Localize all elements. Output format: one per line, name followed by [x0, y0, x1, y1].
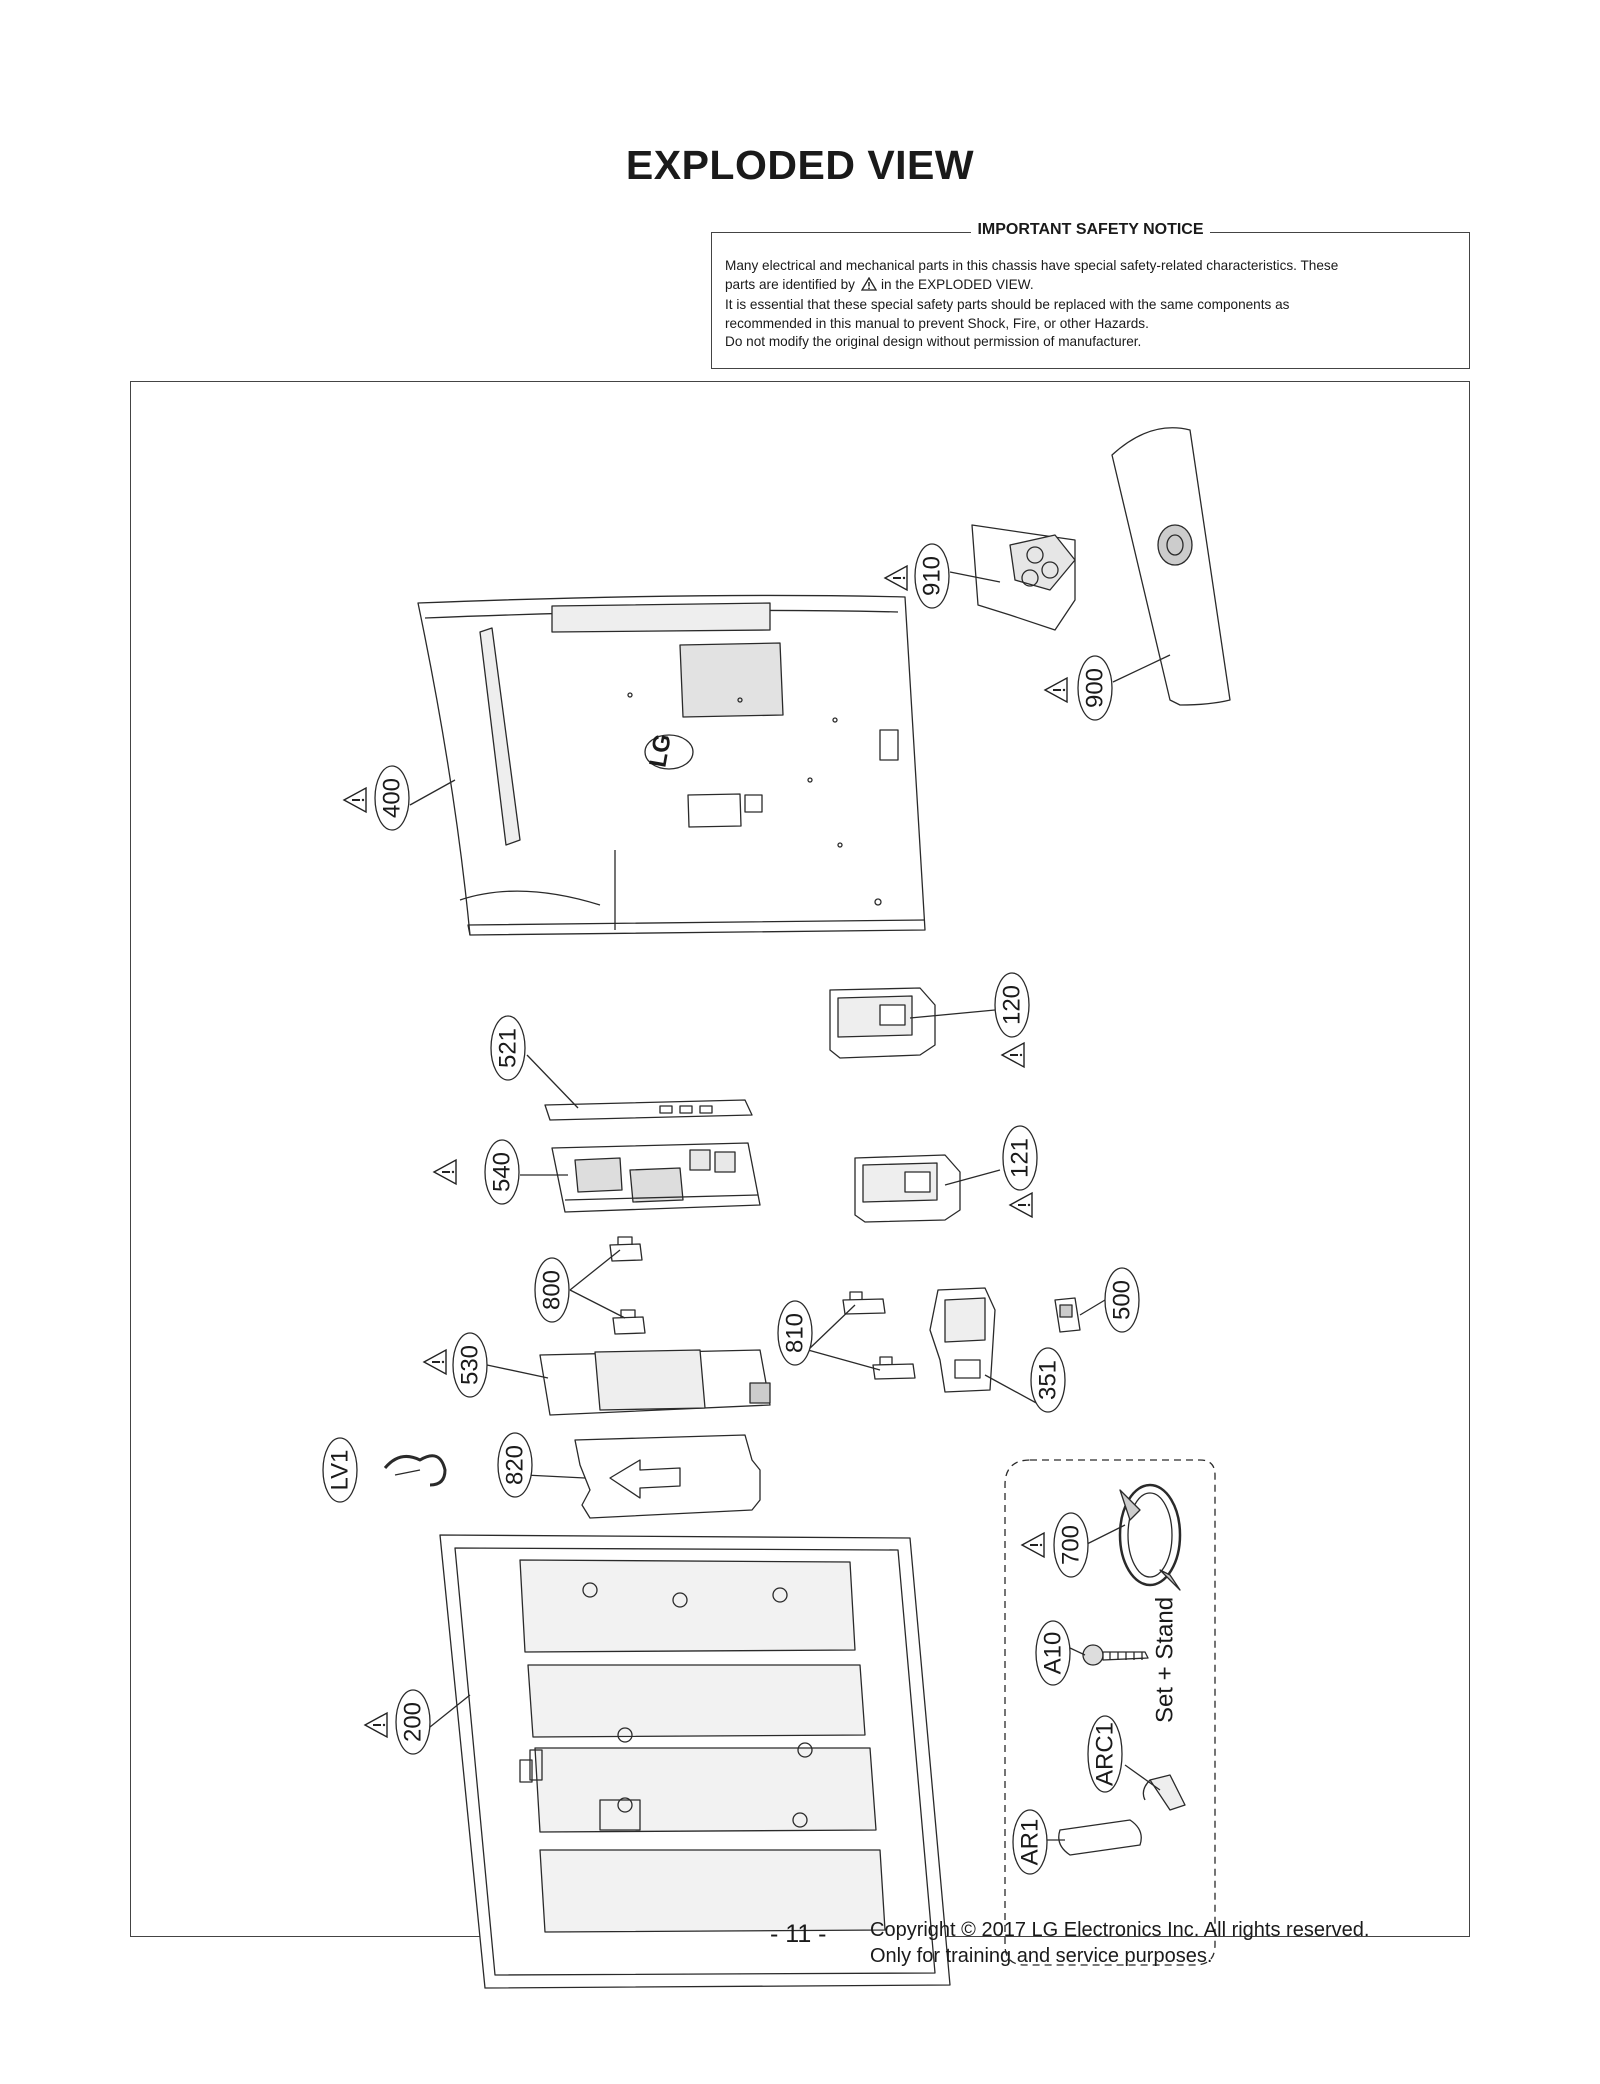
part-label-120: 120: [999, 985, 1026, 1025]
part-label-530: 530: [457, 1345, 484, 1385]
part-label-820: 820: [502, 1445, 529, 1485]
warning-triangle-icon: [1021, 1532, 1045, 1558]
speaker-right-part: [854, 1154, 961, 1223]
part-label-351: 351: [1035, 1360, 1062, 1400]
display-panel-part: [439, 1534, 951, 1989]
part-label-ar1: AR1: [1017, 1819, 1044, 1866]
speaker-left-part: [829, 987, 936, 1059]
safety-notice-box: IMPORTANT SAFETY NOTICE Many electrical …: [711, 221, 1470, 369]
part-label-500: 500: [1109, 1280, 1136, 1320]
power-cord-part: [1118, 1483, 1182, 1591]
part-label-400: 400: [379, 778, 406, 818]
label-bubbles: [322, 543, 1140, 1875]
part-label-810: 810: [782, 1313, 809, 1353]
warning-triangle-icon: [423, 1349, 447, 1375]
warning-triangle-icon: [1044, 677, 1068, 703]
remote-control-part: [1142, 1774, 1186, 1811]
main-board-part: [551, 1142, 761, 1213]
part-label-540: 540: [489, 1152, 516, 1192]
part-label-lv1: LV1: [327, 1450, 354, 1491]
main-board-cover-part: [544, 1099, 753, 1121]
warning-triangle-icon: [1009, 1192, 1033, 1218]
warning-triangle-icon: [860, 276, 878, 297]
part-label-arc1: ARC1: [1092, 1722, 1119, 1786]
part-label-200: 200: [400, 1702, 427, 1742]
notice-line-suffix: in the EXPLODED VIEW.: [880, 276, 1034, 292]
warning-triangle-icon: [343, 787, 367, 813]
copyright-line: Only for training and service purposes.: [870, 1945, 1213, 1967]
bracket-800-part: [609, 1236, 646, 1335]
part-label-800: 800: [539, 1270, 566, 1310]
batteries-part: [1058, 1819, 1142, 1856]
lv1-cable-part: [383, 1454, 447, 1487]
accessory-dashed-box: [1004, 1459, 1216, 1966]
power-module-part: [929, 1287, 996, 1393]
notice-line: It is essential that these special safet…: [725, 297, 1290, 312]
stand-base-part: [1111, 427, 1231, 706]
notice-line: recommended in this manual to prevent Sh…: [725, 315, 1149, 331]
insulation-sheet-part: [574, 1434, 761, 1519]
warning-triangle-icon: [433, 1159, 457, 1185]
stand-bracket-part: [971, 524, 1076, 631]
power-board-part: [539, 1349, 771, 1416]
warning-triangle-icon: [1001, 1042, 1025, 1068]
part-label-521: 521: [495, 1028, 522, 1068]
notice-line: Many electrical and mechanical parts in …: [725, 258, 1339, 273]
lg-logo-text: LG: [644, 732, 676, 770]
connector-500-part: [1054, 1297, 1081, 1333]
safety-notice-body: Many electrical and mechanical parts in …: [725, 257, 1456, 352]
warning-triangle-icon: [884, 565, 908, 591]
copyright-line: Copyright © 2017 LG Electronics Inc. All…: [870, 1919, 1370, 1941]
part-label-900: 900: [1082, 668, 1109, 708]
warning-triangle-icon: [364, 1712, 388, 1738]
part-label-700: 700: [1058, 1525, 1085, 1565]
part-label-910: 910: [919, 556, 946, 596]
notice-line-prefix: parts are identified by: [725, 276, 855, 292]
screw-part: [1082, 1644, 1149, 1666]
back-cover-part: [417, 594, 926, 936]
accessory-note: Set + Stand: [1152, 1597, 1179, 1723]
bracket-810-part: [842, 1291, 916, 1380]
notice-line: Do not modify the original design withou…: [725, 334, 1142, 349]
notice-line: parts are identified by in the EXPLODED V…: [725, 276, 1456, 297]
part-label-a10: A10: [1040, 1632, 1067, 1675]
page-number: - 11 -: [770, 1920, 827, 1948]
safety-notice-heading: IMPORTANT SAFETY NOTICE: [971, 221, 1210, 238]
part-label-121: 121: [1007, 1138, 1034, 1178]
copyright-notice: Copyright © 2017 LG Electronics Inc. All…: [870, 1917, 1369, 1969]
page-title: EXPLODED VIEW: [625, 142, 975, 188]
leader-lines: [394, 571, 1171, 1841]
